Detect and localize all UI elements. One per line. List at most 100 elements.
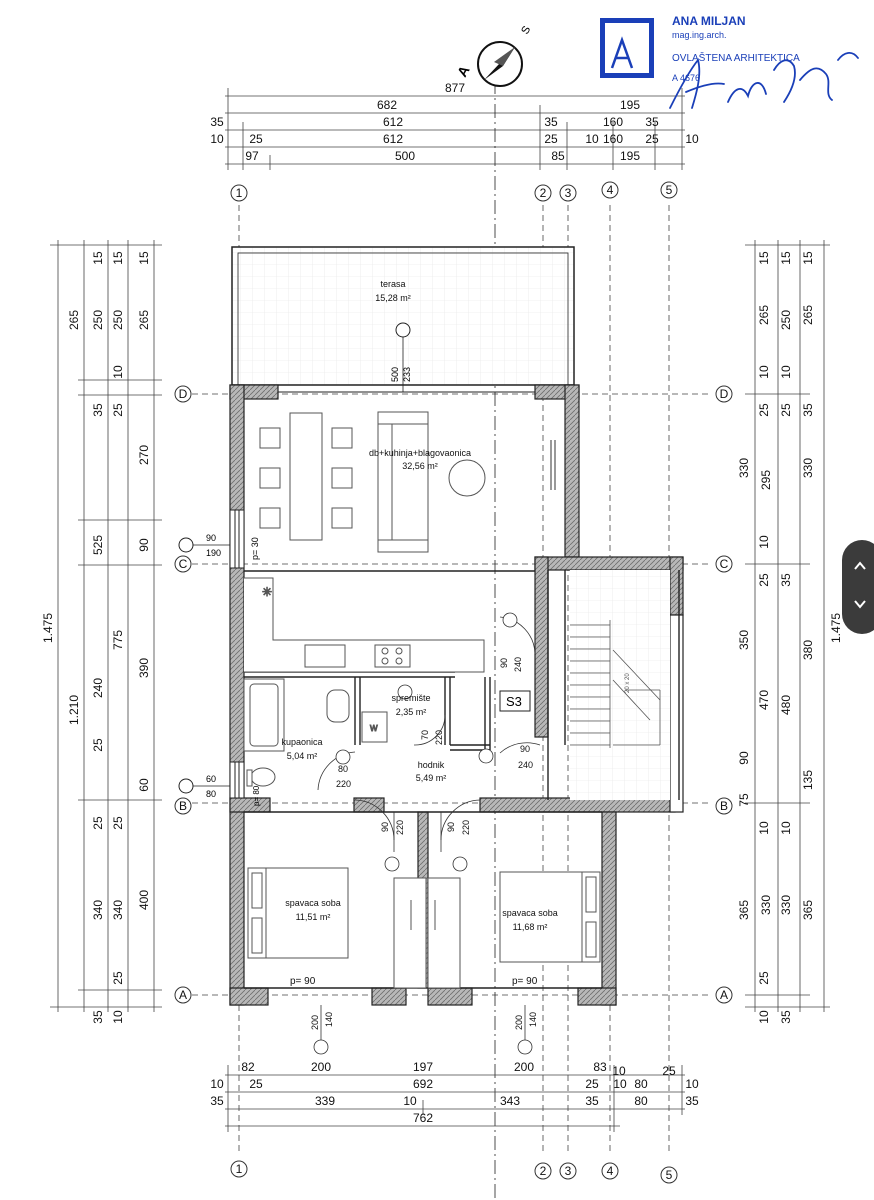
dim-text: 160 [603,132,623,146]
dim-text: 97 [245,149,259,163]
left-windows: 90 190 p= 30 60 80 p= 80 [178,509,261,806]
stamp-name: ANA MILJAN [672,14,746,28]
room1-door-height: 220 [395,820,405,835]
svg-text:5: 5 [666,183,673,197]
dim-text: 35 [779,573,793,587]
window-a1-sill: p= 90 [290,976,316,987]
dim-text: 25 [544,132,558,146]
chevron-down-icon [854,600,866,609]
room-bed2-name: spavaca soba [502,908,558,918]
dim-text: 75 [737,793,751,807]
room-bed1-name: spavaca soba [285,898,341,908]
bath-window-sill: p= 80 [252,785,261,806]
dim-text: 10 [585,132,599,146]
dim-text: 692 [413,1077,433,1091]
scroll-up-button[interactable] [846,548,874,584]
dim-text: 380 [801,640,815,660]
room-hall-area: 5,49 m² [416,773,447,783]
bottom-dimension-text: 82 200 197 200 83 10 25 10 25 692 25 10 … [210,1060,699,1125]
dim-text: 83 [593,1060,607,1074]
terrace-door-width: 500 [390,367,400,382]
dim-bottom-total: 762 [413,1111,433,1125]
dim-text: 35 [801,403,815,417]
walls [229,384,684,1006]
dim-text: 35 [91,403,105,417]
bathroom-fixtures: W [243,678,388,787]
dim-text: 25 [585,1077,599,1091]
stamp-logo-icon [610,36,634,69]
dim-text: 10 [210,132,224,146]
architect-stamp: ANA MILJAN mag.ing.arch. OVLAŠTENA ARHIT… [592,10,862,120]
dim-text: 35 [210,1094,224,1108]
dim-text: 270 [137,445,151,465]
dim-text: 250 [111,310,125,330]
window-a2-sill: p= 90 [512,976,538,987]
axis-d-left: D [174,385,192,403]
terrace-door: 500 233 [278,322,535,393]
axis-d-right: D [715,385,733,403]
dim-text: 25 [757,971,771,985]
door-labels: 90 240 70 220 80 220 90 240 90 220 90 22… [290,657,538,1030]
dim-text: 135 [801,770,815,790]
axis-1-top: 1 [230,184,248,202]
dim-text: 25 [645,132,659,146]
dim-text: 10 [111,365,125,379]
room-living-name: db+kuhinja+blagovaonica [369,448,471,458]
axis-1-bottom: 1 [230,1160,248,1178]
axis-2-bottom: 2 [534,1162,552,1180]
scroll-down-button[interactable] [846,586,874,622]
axis-3-bottom: 3 [559,1162,577,1180]
dim-text: 365 [801,900,815,920]
room1-door-width: 90 [380,822,390,832]
axis-5-bottom: 5 [660,1166,678,1184]
room-labels: terasa 15,28 m² db+kuhinja+blagovaonica … [281,279,557,932]
dim-text: 10 [613,1077,627,1091]
axis-2-top: 2 [534,184,552,202]
dim-text: 25 [249,132,263,146]
kitchen-door-width: 90 [499,658,509,668]
dim-text: 10 [757,535,771,549]
section-a-label: A [454,63,473,80]
storage-door-width: 70 [420,730,430,740]
signature [669,52,859,109]
window-c-height: 190 [206,548,221,558]
dim-text: 295 [759,470,773,490]
axis-b-left: B [174,797,192,815]
dim-text: 340 [111,900,125,920]
dim-text: 330 [737,458,751,478]
axis-4-bottom: 4 [601,1162,619,1180]
dim-text: 365 [737,900,751,920]
dim-text: 330 [759,895,773,915]
beds [247,867,601,963]
dim-text: 500 [395,149,415,163]
window-c-sill: p= 30 [250,537,260,560]
dim-text: 15 [91,251,105,265]
doors [313,612,541,1055]
dim-text: 85 [551,149,565,163]
dim-text: 480 [779,695,793,715]
dim-text: 265 [801,305,815,325]
svg-text:3: 3 [565,186,572,200]
svg-text:B: B [179,799,187,813]
axis-4-top: 4 [601,181,619,199]
svg-text:2: 2 [540,1164,547,1178]
dim-text: 35 [779,1010,793,1024]
bath-window-width: 60 [206,774,216,784]
dim-text: 470 [757,690,771,710]
svg-text:B: B [720,799,728,813]
grid-bubbles: 1 2 3 4 5 1 2 3 4 5 D C B A D C B A [174,181,733,1184]
dim-text: 265 [757,305,771,325]
stamp-logo-box [600,18,654,78]
scroll-control [842,540,874,634]
sofa [377,411,486,553]
s3-tag: S3 [499,690,531,712]
dim-text: 400 [137,890,151,910]
axis-5-top: 5 [660,181,678,199]
dim-text: 197 [413,1060,433,1074]
dim-text: 10 [779,821,793,835]
dining-table [259,412,353,541]
chevron-up-icon [854,561,866,570]
right-dimension-text: 15 265 10 25 330 10 25 350 470 90 75 10 … [737,251,843,1024]
dim-top-total: 877 [445,81,465,95]
partitions [244,570,680,989]
